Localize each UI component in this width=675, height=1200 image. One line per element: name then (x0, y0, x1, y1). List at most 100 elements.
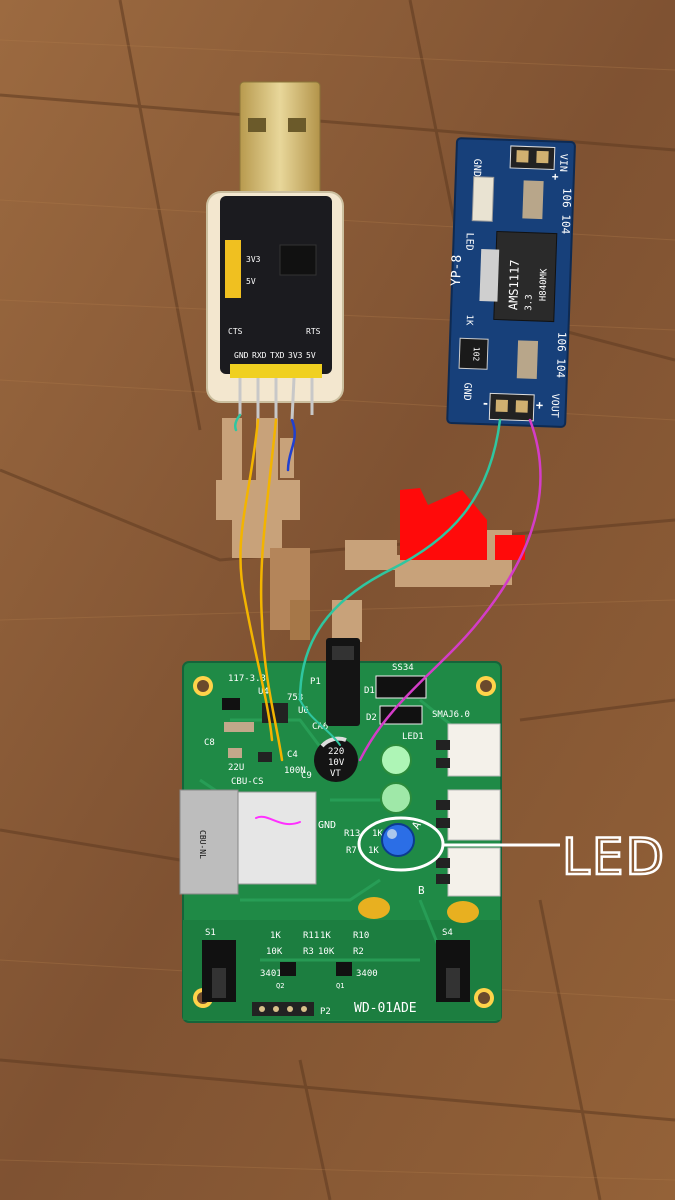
label-s1: S1 (205, 928, 216, 938)
label-d2: D2 (366, 713, 377, 723)
label-d1: D1 (364, 686, 375, 696)
led-green-1 (380, 744, 412, 776)
connector-2 (447, 789, 501, 841)
label-1k-r13: 1K (372, 829, 383, 839)
label-plus-in: + (549, 173, 562, 180)
label-gnd-in: GND (471, 159, 483, 177)
chip-text: AMS1117 (506, 259, 522, 310)
label-p1: P1 (310, 677, 321, 687)
pin-label-txd: TXD (270, 351, 285, 360)
label-vin: VIN (557, 154, 569, 172)
adapter-pcb (220, 196, 332, 374)
label-r7: R7 (346, 846, 357, 856)
pin-header (230, 364, 322, 378)
label-c8: C8 (204, 738, 215, 748)
annotation-label: LED (560, 822, 670, 892)
label-vout: VOUT (548, 393, 560, 417)
annotation-circle (357, 816, 445, 872)
label-1k: 1K (464, 314, 474, 326)
wire-yellow-2 (259, 418, 284, 762)
label-1k-r7: 1K (368, 846, 379, 856)
label-rts: RTS (306, 327, 321, 336)
connector-1 (447, 723, 501, 777)
label-gnd: GND (318, 820, 336, 831)
wifi-module-shield (235, 791, 317, 885)
label-ss34: SS34 (392, 663, 414, 673)
led-blue (381, 823, 415, 857)
label-22u: 22U (228, 763, 244, 773)
label-3400: 3400 (356, 969, 378, 979)
label-q1: Q1 (336, 982, 344, 990)
cap-code-bottom: 106 104 (554, 332, 569, 379)
wire-yellow-1 (239, 418, 274, 742)
board-name: WD-01ADE (354, 1001, 417, 1016)
label-1k-r11: 1K (270, 931, 281, 941)
diode-ss34 (375, 675, 427, 699)
connector-3 (447, 847, 501, 897)
usb-connector (239, 81, 321, 201)
header-p2 (252, 1002, 314, 1016)
label-cbu-cs: CBU-CS (231, 777, 264, 787)
label-3401: 3401 (260, 969, 282, 979)
chip-sub: 3.3 (524, 294, 535, 311)
label-u6: U6 (298, 706, 309, 716)
label-smaj6: SMAJ6.0 (432, 710, 470, 720)
label-p2: P2 (320, 1007, 331, 1017)
pin-label-3v3: 3V3 (288, 351, 303, 360)
led-green-2 (380, 782, 412, 814)
pin-label-gnd: GND (234, 351, 249, 360)
res-code: 102 (471, 347, 481, 362)
wires (233, 413, 542, 825)
ceramic-cap-right (447, 901, 479, 923)
wire-teal (298, 418, 502, 702)
label-117-3-3: 117-3.3 (228, 674, 266, 684)
label-b: B (418, 884, 425, 897)
wifi-module-antenna (179, 789, 239, 895)
ams1117-regulator: GND VIN + LED 106 104 YP-8 AMS1117 3.3 H… (446, 137, 576, 428)
label-led1: LED1 (402, 732, 424, 742)
label-led: LED (463, 232, 475, 250)
label-100n: 100N (284, 766, 306, 776)
electrolytic-capacitor (314, 738, 358, 782)
label-r10: R10 (353, 931, 369, 941)
cap-value-10v: 10V (328, 758, 345, 768)
label-r2: R2 (353, 947, 364, 957)
label-plus-out: + (536, 398, 544, 412)
ceramic-cap-left (358, 897, 390, 919)
label-cbu-nl: CBU-NL (198, 830, 207, 859)
label-model: YP-8 (449, 255, 465, 287)
pin-label-rxd: RXD (252, 351, 267, 360)
label-r13: R13 (344, 829, 360, 839)
chip-code: H840MK (538, 268, 549, 301)
pin-label-5v: 5V (306, 351, 316, 360)
label-c4: C4 (287, 750, 298, 760)
label-gnd-out: GND (461, 382, 473, 400)
label-minus-out: - (482, 396, 490, 410)
label-10k-r3: 10K (266, 947, 283, 957)
label-5v-top: 5V (246, 277, 256, 286)
wire-blue (286, 418, 296, 472)
red-box (400, 488, 487, 560)
main-pcb: 117-3.3 U4 P1 SS34 D1 D2 SMAJ6.0 LED1 75… (179, 638, 502, 1023)
label-1k-r10: 1K (320, 931, 331, 941)
label-10k-r2: 10K (318, 947, 335, 957)
label-s4: S4 (442, 928, 453, 938)
cap-code-top: 106 104 (559, 188, 574, 235)
label-753: 753 (287, 693, 303, 703)
label-r3: R3 (303, 947, 314, 957)
cap-value-220: 220 (328, 747, 344, 757)
label-q2: Q2 (276, 982, 284, 990)
jumper-block (225, 240, 241, 298)
label-cts: CTS (228, 327, 243, 336)
usb-ttl-adapter: 3V3 5V CTS RTS GND RXD TXD 3V3 5V (206, 81, 344, 421)
wire-magenta (358, 418, 542, 762)
led-annotation (357, 816, 560, 872)
annotation-text: LED (562, 828, 666, 886)
label-3v3-top: 3V3 (246, 255, 261, 264)
label-c9: C9 (301, 771, 312, 781)
diode-smaj (379, 705, 423, 725)
label-r11: R11 (303, 931, 319, 941)
cap-value-vt: VT (330, 769, 341, 779)
label-ca6: CA6 (312, 722, 328, 732)
